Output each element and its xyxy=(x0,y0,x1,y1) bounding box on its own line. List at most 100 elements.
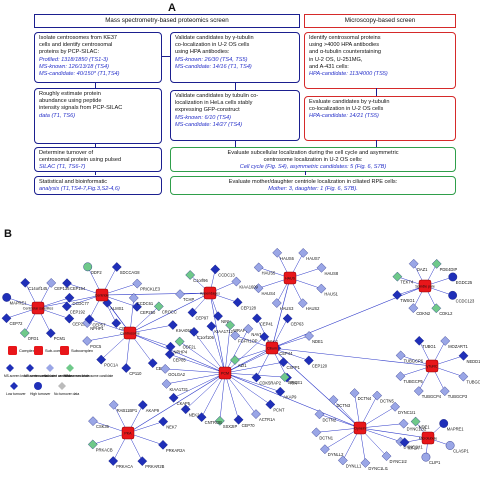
workflow-box-line: co-localization in U-2 OS cells xyxy=(175,42,250,49)
protein-node-label: NEK2 xyxy=(189,412,200,417)
workflow-box-subcellular: Evaluate subcellular localization during… xyxy=(170,147,456,172)
protein-node xyxy=(147,358,158,369)
protein-node xyxy=(137,456,148,467)
protein-node-label: HAUS4 xyxy=(261,291,275,296)
protein-node xyxy=(448,290,458,300)
legend-complex-marker xyxy=(34,346,43,355)
protein-node xyxy=(64,292,75,303)
workflow-box-line: Determine turnover of xyxy=(39,150,94,156)
protein-node-label: TWSG1 xyxy=(400,298,415,303)
workflow-box-line: centrosome localization in U-2 OS cells: xyxy=(263,157,363,164)
protein-node-label: NIN xyxy=(290,381,297,386)
protein-node-label: NDE1 xyxy=(312,339,324,344)
network-edge xyxy=(224,347,273,374)
protein-node xyxy=(279,372,290,382)
legend-category-marker xyxy=(66,364,74,372)
protein-node xyxy=(231,276,242,287)
protein-node xyxy=(360,458,371,468)
protein-node-label: DCTN4 xyxy=(358,396,372,401)
workflow-box-line: localization in HeLa cells stably xyxy=(175,100,253,107)
complex-hub xyxy=(265,341,279,355)
connector xyxy=(376,140,378,147)
protein-node xyxy=(431,303,442,314)
protein-node xyxy=(232,297,243,308)
network-edge xyxy=(271,277,291,349)
network-edge xyxy=(101,292,211,296)
workflow-box-line: expressing GFP-construct xyxy=(175,107,240,114)
protein-node-label: TUBGCP4 xyxy=(422,394,442,399)
protein-node-label: NEK7 xyxy=(166,425,177,430)
protein-node-label: AKAP9 xyxy=(283,395,297,400)
protein-node xyxy=(253,283,264,294)
workflow-box-line: using >4000 HPA antibodies xyxy=(309,42,380,49)
protein-node-label: CEP72 xyxy=(9,321,23,326)
protein-node-label: CEP63 xyxy=(291,322,305,327)
protein-node-label: OAZ1 xyxy=(417,267,428,272)
protein-node-label: MAPRE1 xyxy=(447,426,465,431)
protein-node-label: OFD1 xyxy=(28,336,40,341)
protein-node-label: EGDC25 xyxy=(456,280,473,285)
protein-node xyxy=(102,297,113,308)
protein-node xyxy=(251,409,261,419)
network-edge xyxy=(89,319,131,334)
complex-hub xyxy=(283,271,297,285)
complex-hub-label: Appendages xyxy=(200,292,220,296)
panel-b-letter: B xyxy=(4,228,12,240)
workflow-box-line: Evaluate subcellular localization during… xyxy=(227,150,399,156)
connector xyxy=(162,56,170,58)
protein-node xyxy=(64,313,75,324)
network-edge xyxy=(271,347,433,367)
protein-node xyxy=(185,270,196,280)
network-edge xyxy=(224,325,231,374)
complex-hub-label: Spindle pole xyxy=(415,285,435,289)
protein-node-label: NPHP1 xyxy=(90,326,104,331)
protein-node xyxy=(271,298,282,308)
network-edge xyxy=(224,336,265,374)
connector xyxy=(235,140,237,147)
protein-node-label: CEP85 xyxy=(173,357,187,362)
protein-node-label: CEP44 xyxy=(279,351,293,356)
connector xyxy=(376,88,378,96)
protein-node xyxy=(259,331,270,342)
workflow-box-line: and A-431 cells: xyxy=(309,63,349,70)
protein-node xyxy=(265,399,276,410)
protein-node xyxy=(132,301,142,312)
workflow-box-line: Validate candidates by γ-tubulin xyxy=(175,35,254,41)
protein-node xyxy=(448,272,458,282)
protein-node-label: HAUS2 xyxy=(306,306,320,311)
protein-node xyxy=(168,392,179,403)
protein-node xyxy=(161,378,172,389)
protein-node-label: NEDD1 xyxy=(467,359,480,364)
workflow-box-line: Isolate centrosomes from KE37 xyxy=(39,35,118,41)
protein-node xyxy=(316,283,327,294)
protein-node-label: NINL xyxy=(221,319,231,324)
legend-category-label: MS-screen known centrosome xyxy=(4,374,47,378)
network-edge xyxy=(166,372,226,385)
protein-node-label: CSK36 xyxy=(96,424,110,429)
protein-node-label: DYNC1LI2 xyxy=(407,427,427,432)
protein-node-label: CEP57 xyxy=(92,322,106,327)
protein-node xyxy=(20,277,31,288)
workflow-box-line: proteins by PCP-SILAC: xyxy=(39,49,100,56)
protein-node-label: KIAA1609 xyxy=(239,285,258,290)
complex-hub xyxy=(203,286,217,300)
network-edge xyxy=(359,427,401,442)
protein-node-label: DYNC1I1 xyxy=(398,410,416,415)
network-edge xyxy=(224,372,239,420)
protein-node-label: HAUS3 xyxy=(280,306,294,311)
protein-node-label: CKAP5 xyxy=(177,401,191,406)
protein-node xyxy=(314,409,325,420)
protein-node-label: KIAA1731 xyxy=(170,387,189,392)
legend-complex-marker xyxy=(60,346,69,355)
protein-node-label: DYNC1H1 xyxy=(404,445,424,450)
network-edge xyxy=(129,324,173,334)
network-edge xyxy=(224,372,257,415)
protein-node-label: DYNC1LI1 xyxy=(368,466,388,471)
complex-hub-label: γTuRC xyxy=(426,365,437,369)
protein-node-label: NAV1 xyxy=(251,332,262,337)
protein-node-label: CLIP1 xyxy=(429,460,441,465)
protein-node xyxy=(398,418,409,429)
